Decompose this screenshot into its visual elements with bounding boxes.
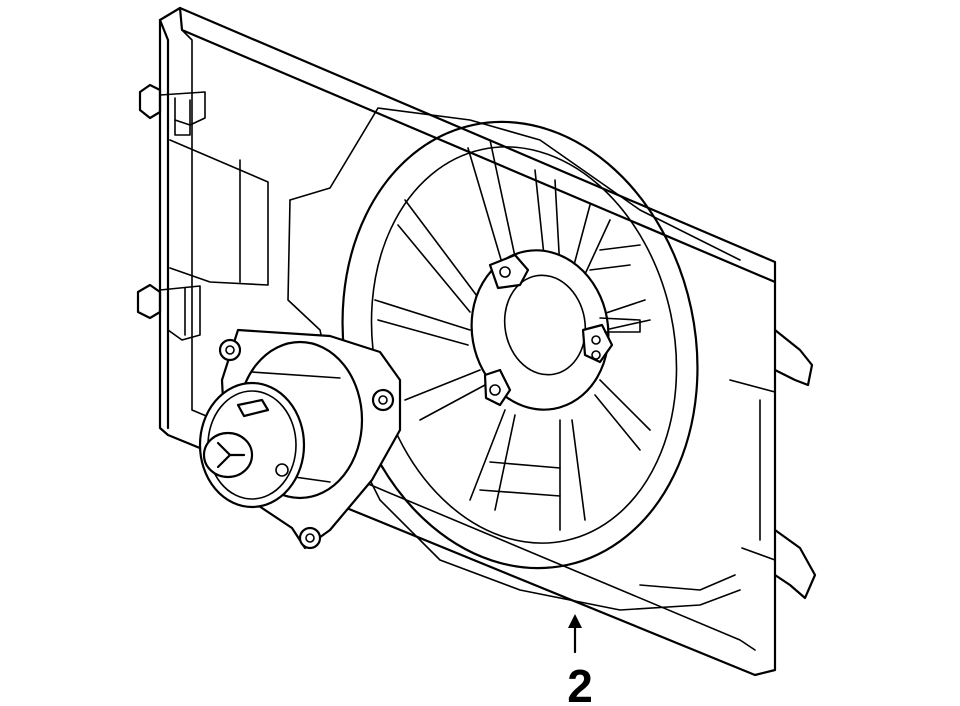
callout-2: 2 — [567, 614, 593, 706]
fan-hub — [470, 249, 641, 411]
fan-shroud — [136, 6, 817, 677]
fan-blade-assembly — [341, 120, 699, 570]
callout-label: 2 — [567, 660, 593, 706]
fan-motor — [198, 328, 402, 550]
callout-arrowhead — [568, 614, 582, 628]
